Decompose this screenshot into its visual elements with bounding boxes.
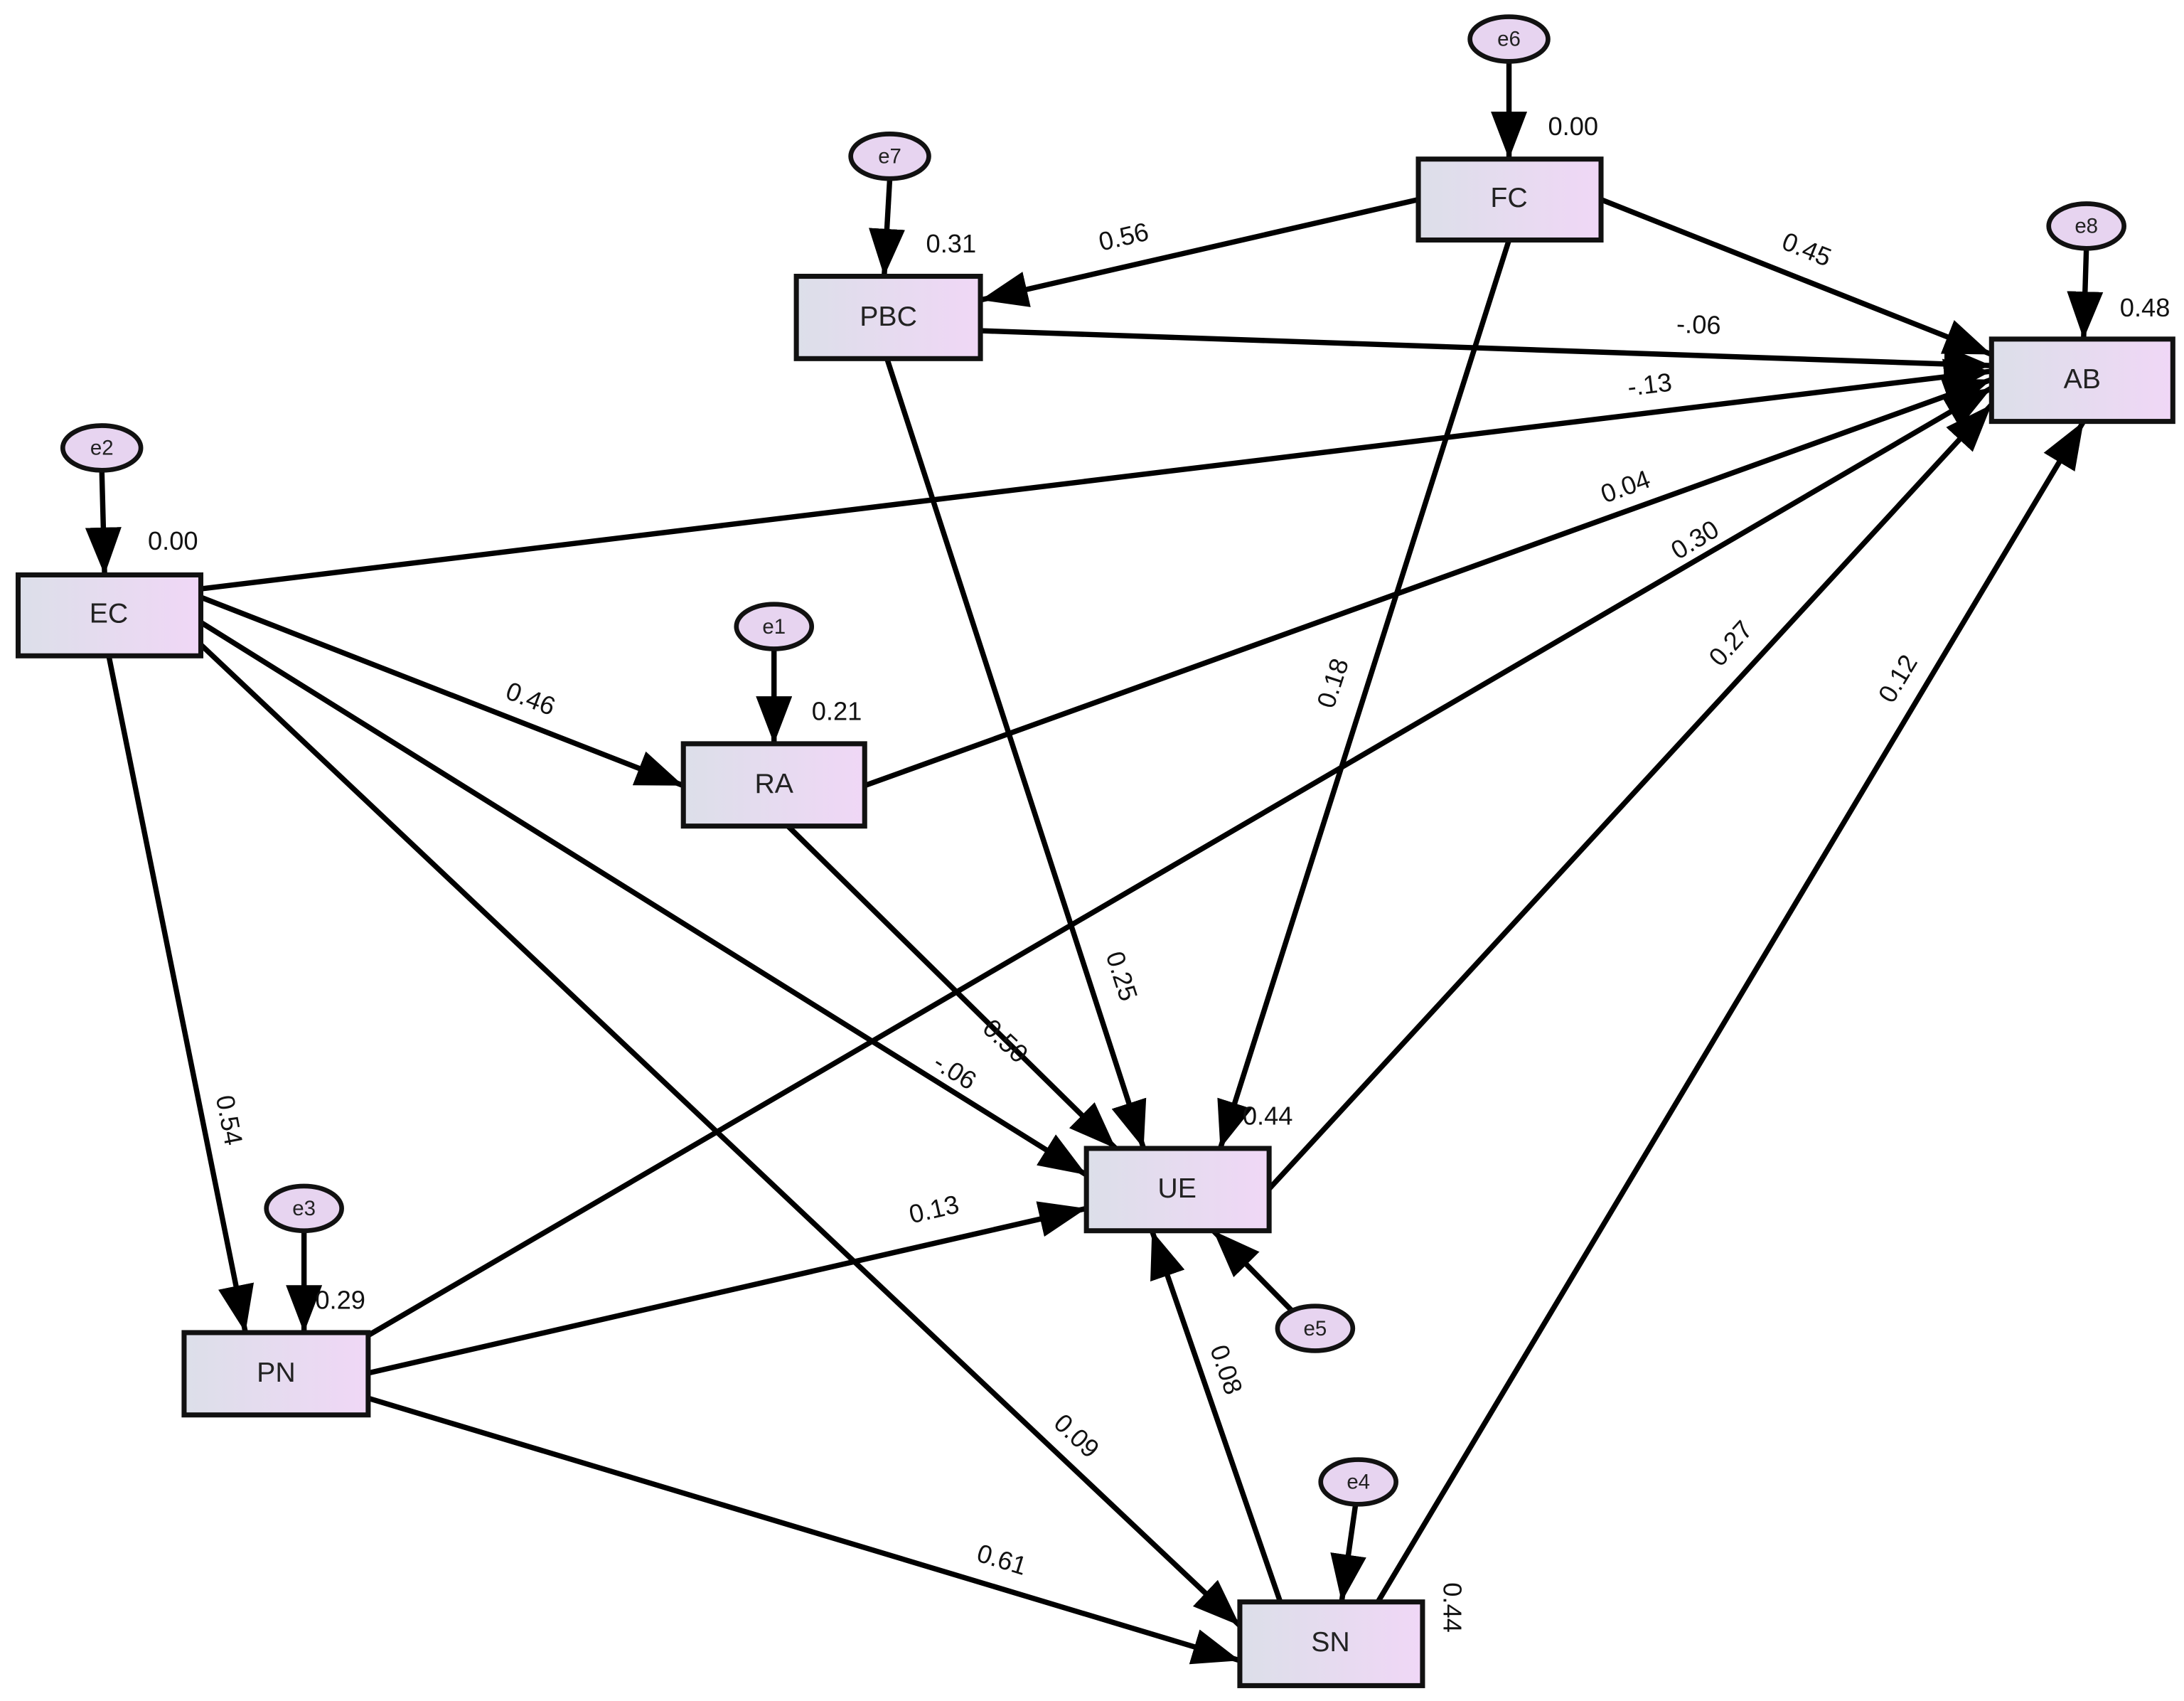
error-ellipse — [2046, 201, 2126, 251]
arrow-e2-to-EC — [85, 470, 122, 575]
error-ellipse — [1467, 14, 1551, 64]
error-ellipse — [1318, 1457, 1398, 1507]
node-box — [1415, 156, 1604, 243]
error-ellipse — [60, 423, 144, 473]
r2-label-RA: 0.21 — [812, 696, 862, 725]
node-box — [1988, 336, 2175, 425]
error-e8: e8 — [2046, 201, 2126, 251]
coef-EC-AB: -.13 — [1626, 368, 1674, 402]
coef-EC-UE: -.06 — [928, 1047, 982, 1096]
coef-PN-SN: 0.61 — [974, 1538, 1031, 1581]
coef-EC-PN: 0.54 — [210, 1093, 249, 1148]
r2-labels: 0.00 0.31 0.48 0.00 0.21 0.44 0.29 0.44 — [148, 112, 2170, 1633]
error-label: e6 — [1497, 28, 1521, 51]
r2-label-UE: 0.44 — [1243, 1101, 1293, 1130]
coef-EC-RA: 0.46 — [502, 676, 560, 722]
arrow-FC-to-UE — [1217, 239, 1512, 1150]
coef-FC-AB: 0.45 — [1778, 226, 1836, 272]
error-label: e2 — [90, 437, 114, 460]
error-arrows — [85, 61, 2104, 1603]
error-label: e1 — [762, 615, 786, 639]
node-label: UE — [1157, 1173, 1196, 1204]
node-box — [1237, 1599, 1425, 1688]
error-ellipse — [848, 132, 931, 181]
node-box — [1083, 1146, 1272, 1234]
r2-label-EC: 0.00 — [148, 526, 198, 555]
node-label: PN — [257, 1357, 295, 1388]
arrow-e8-to-AB — [2067, 248, 2104, 339]
error-ellipse — [1275, 1303, 1356, 1353]
coef-FC-UE: 0.18 — [1311, 655, 1354, 712]
node-box — [680, 741, 867, 829]
arrow-PBC-to-UE — [884, 358, 1147, 1150]
node-PN: PN — [181, 1330, 371, 1418]
node-label: PBC — [860, 301, 917, 332]
arrow-SN-to-UE — [1149, 1230, 1283, 1603]
node-box — [793, 273, 983, 361]
node-AB: AB — [1988, 336, 2175, 425]
node-UE: UE — [1083, 1146, 1272, 1234]
node-label: SN — [1311, 1626, 1349, 1658]
arrow-e7-to-PBC — [869, 178, 905, 277]
node-EC: EC — [15, 572, 204, 658]
error-e4: e4 — [1318, 1457, 1398, 1507]
error-label: e4 — [1347, 1471, 1370, 1494]
coef-PN-AB: 0.30 — [1666, 514, 1724, 565]
node-box — [15, 572, 204, 658]
node-RA: RA — [680, 741, 867, 829]
node-label: EC — [90, 598, 128, 629]
error-e3: e3 — [264, 1183, 344, 1234]
node-PBC: PBC — [793, 273, 983, 361]
error-e6: e6 — [1467, 14, 1551, 64]
node-SN: SN — [1237, 1599, 1425, 1688]
arrow-EC-to-PN — [106, 655, 255, 1333]
error-label: e5 — [1304, 1317, 1327, 1340]
arrow-PN-to-SN — [367, 1395, 1241, 1665]
error-e5: e5 — [1275, 1303, 1356, 1353]
coef-PBC-UE: 0.25 — [1101, 948, 1144, 1005]
path-arrows — [106, 196, 2086, 1665]
r2-label-AB: 0.48 — [2120, 293, 2170, 322]
error-label: e7 — [878, 144, 901, 168]
r2-label-PBC: 0.31 — [926, 229, 977, 258]
arrow-SN-to-AB — [1375, 420, 2086, 1604]
arrow-RA-to-AB — [863, 377, 1993, 789]
coef-SN-UE: 0.08 — [1204, 1341, 1248, 1398]
node-FC: FC — [1415, 156, 1604, 243]
arrow-PBC-to-AB — [980, 328, 1992, 383]
error-label: e3 — [292, 1197, 316, 1220]
error-ellipse — [734, 602, 815, 651]
coef-PN-UE: 0.13 — [906, 1189, 962, 1229]
r2-label-PN: 0.29 — [315, 1285, 365, 1314]
arrow-e4-to-SN — [1330, 1503, 1366, 1603]
arrow-EC-to-SN — [198, 642, 1242, 1628]
node-label: AB — [2064, 363, 2101, 395]
arrow-PN-to-AB — [367, 385, 1993, 1338]
r2-label-SN: 0.44 — [1438, 1582, 1467, 1633]
error-label: e8 — [2075, 215, 2098, 238]
arrow-e5-to-UE — [1211, 1229, 1295, 1314]
arrow-RA-to-UE — [786, 824, 1118, 1151]
arrow-FC-to-AB — [1600, 197, 1993, 357]
arrow-FC-to-PBC — [980, 196, 1419, 307]
error-ellipse — [264, 1183, 344, 1234]
node-label: RA — [754, 768, 793, 799]
r2-label-FC: 0.00 — [1548, 112, 1598, 141]
node-label: FC — [1490, 182, 1527, 213]
coef-FC-PBC: 0.56 — [1096, 217, 1151, 257]
coef-PBC-AB: -.06 — [1676, 309, 1721, 340]
arrow-EC-to-RA — [200, 594, 685, 789]
arrow-UE-to-AB — [1267, 402, 1994, 1191]
arrow-PN-to-UE — [368, 1201, 1087, 1376]
error-e2: e2 — [60, 423, 144, 473]
error-e1: e1 — [734, 602, 815, 651]
arrow-EC-to-AB — [200, 358, 1992, 592]
arrow-EC-to-UE — [199, 620, 1088, 1178]
node-box — [181, 1330, 371, 1418]
error-e7: e7 — [848, 132, 931, 181]
